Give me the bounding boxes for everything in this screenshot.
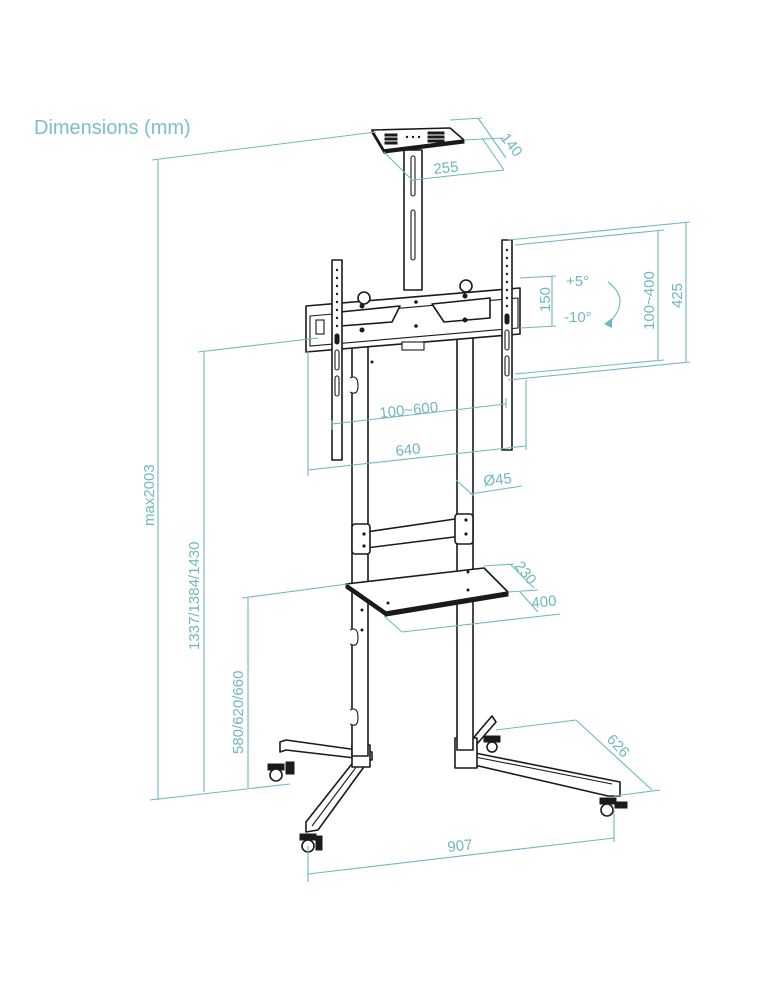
dimension-lines — [149, 117, 691, 882]
caster-back-right — [483, 735, 501, 753]
middle-shelf — [345, 567, 509, 617]
tv-mount-plate — [305, 279, 521, 353]
casters — [267, 735, 628, 853]
caster-front-right — [599, 797, 628, 817]
vesa-arm-left — [331, 259, 343, 461]
label-tilt-down: -10° — [564, 309, 592, 326]
label-tilt-up: +5° — [566, 273, 589, 290]
top-shelf-assembly — [371, 127, 465, 291]
label-middle-shelf-width: 400 — [531, 592, 558, 612]
vesa-arm-right — [501, 239, 513, 451]
shelf-vents — [384, 131, 445, 145]
label-max-height: max2003 — [141, 464, 158, 526]
label-base-width: 907 — [447, 836, 474, 856]
label-vesa-vertical-small: 150 — [537, 287, 554, 312]
cross-brace — [351, 513, 474, 555]
caster-back-left — [267, 761, 295, 782]
base-legs — [279, 715, 621, 833]
caster-front-left — [299, 833, 323, 853]
dimension-labels: 140 255 150 +5° -10° 100~400 425 100~600… — [141, 130, 686, 856]
label-middle-shelf-depth: 230 — [511, 558, 540, 588]
label-vesa-horizontal-range: 100~600 — [379, 399, 439, 422]
label-base-depth: 626 — [603, 731, 633, 761]
label-vesa-vertical-range: 100~400 — [641, 271, 658, 330]
label-pole-diameter: Ø45 — [483, 470, 513, 490]
label-top-shelf-depth: 140 — [497, 130, 526, 160]
diagram-title: Dimensions (mm) — [34, 117, 191, 139]
label-mount-center-heights: 1337/1384/1430 — [186, 542, 203, 650]
label-bracket-height: 425 — [669, 283, 686, 308]
label-bracket-width: 640 — [395, 440, 422, 460]
label-middle-shelf-heights: 580/620/660 — [230, 671, 247, 754]
tv-stand-illustration — [267, 127, 628, 853]
label-top-shelf-width: 255 — [433, 158, 460, 178]
